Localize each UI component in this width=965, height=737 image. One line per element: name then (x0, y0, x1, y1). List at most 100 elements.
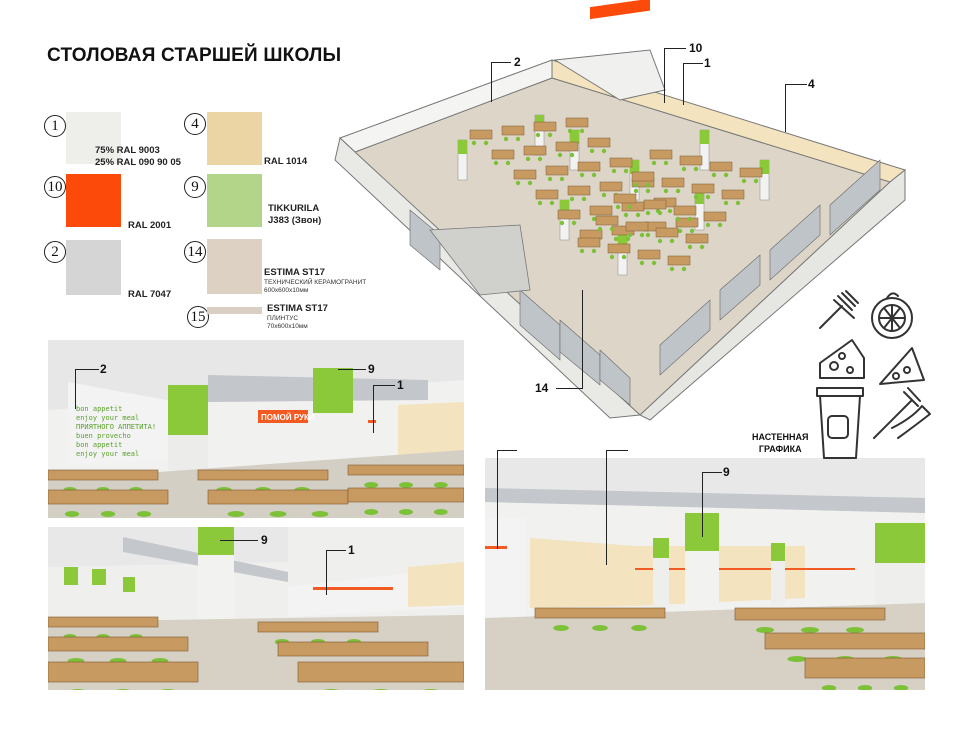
plan-stool (613, 236, 619, 242)
palette-number-14: 14 (184, 241, 206, 263)
plan-stool (645, 232, 651, 238)
palette-number-4: 4 (184, 113, 206, 135)
plan-stool (571, 220, 577, 226)
plan-stool (681, 166, 687, 172)
plan-column-top (458, 140, 467, 154)
render-table (257, 621, 379, 633)
plan-stool (547, 132, 553, 138)
callout-leader (491, 62, 492, 102)
plan-stool (591, 216, 597, 222)
plan-table (533, 121, 557, 132)
render-stool (433, 509, 448, 515)
render-stool (893, 685, 909, 690)
plan-stool (753, 178, 759, 184)
render-stool (433, 482, 448, 488)
render-table (48, 616, 159, 628)
plan-stool (705, 222, 711, 228)
plan-table (579, 229, 603, 240)
plan-stool (633, 182, 639, 188)
swatch-4 (207, 112, 262, 165)
plan-stool (581, 196, 587, 202)
render-table (734, 607, 886, 621)
render-stool (269, 511, 287, 517)
plan-stool (693, 166, 699, 172)
callout-leader (338, 369, 366, 370)
plan-table (625, 221, 649, 232)
callout-leader (497, 450, 498, 549)
plan-stool (623, 168, 629, 174)
render-table (48, 636, 189, 652)
plan-stool (591, 172, 597, 178)
view2-callout-1: 1 (348, 543, 355, 557)
render-stool (801, 627, 819, 633)
plan-column-top (570, 130, 579, 144)
plan-stool (559, 176, 565, 182)
plan-table (675, 217, 699, 228)
plan-stool (645, 188, 651, 194)
wash-hands-sign: ПОМОЙ РУКИ (261, 413, 315, 422)
plan-stool (687, 216, 693, 222)
plan-stool (723, 200, 729, 206)
render-table (347, 487, 464, 503)
render-view-1: ПОМОЙ РУКИ bon appetit enjoy your meal П… (48, 340, 464, 518)
plan-column-top (630, 160, 639, 174)
plan-stool (591, 248, 597, 254)
callout-leader (326, 550, 327, 595)
plan-table (613, 193, 637, 204)
plan-stool (601, 192, 607, 198)
swatch-2-label: RAL 7047 (128, 289, 172, 300)
palette-number-2: 2 (44, 241, 66, 263)
plan-table (567, 185, 591, 196)
render-stool (116, 689, 130, 690)
orange-icon (871, 292, 913, 339)
plan-table (599, 181, 623, 192)
render-table (48, 661, 199, 683)
plan-column-top (695, 190, 704, 204)
callout-leader (683, 63, 703, 64)
swatch-15-label: ESTIMA ST17 ПЛИНТУС 70х600х10мм (267, 303, 328, 330)
plan-stool (645, 182, 651, 188)
coffee-cup-icon (816, 387, 864, 459)
render-stool (756, 627, 774, 633)
callout-leader (606, 450, 607, 565)
pizza-slice-icon (879, 347, 925, 385)
plan-stool (515, 136, 521, 142)
render-table (277, 641, 429, 657)
render-stool (423, 689, 439, 690)
plan-stool (579, 128, 585, 134)
callout-leader (582, 290, 583, 389)
fork-icon (819, 290, 859, 329)
plan-stool (651, 260, 657, 266)
plan-stool (639, 232, 645, 238)
callout-leader (785, 84, 807, 85)
render-table (297, 661, 464, 683)
plan-stool (535, 132, 541, 138)
plan-stool (657, 238, 663, 244)
plan-stool (657, 210, 663, 216)
callout-leader (702, 472, 703, 537)
plan-table (679, 155, 703, 166)
render-stool (227, 511, 245, 517)
callout-leader (683, 63, 684, 105)
plan-table (469, 129, 493, 140)
render-stool (857, 685, 873, 690)
wall-text-graphics: bon appetit enjoy your meal ПРИЯТНОГО АП… (76, 405, 157, 458)
plan-table (739, 167, 763, 178)
view1-callout-9: 9 (368, 362, 375, 376)
plan-stool (615, 204, 621, 210)
plan-stool (677, 228, 683, 234)
plan-stool (627, 232, 633, 238)
render-stool (323, 689, 339, 690)
plan-stool (689, 228, 695, 234)
render-stool (100, 511, 116, 517)
plan-callout-4: 4 (808, 77, 815, 91)
plan-table (577, 161, 601, 172)
view1-callout-1: 1 (397, 378, 404, 392)
callout-leader (491, 62, 511, 63)
plan-callout-14: 14 (535, 381, 549, 395)
callout-leader (373, 385, 395, 386)
callout-leader (373, 385, 374, 433)
render-stool (373, 689, 389, 690)
plan-stool (569, 196, 575, 202)
plan-stool (525, 156, 531, 162)
